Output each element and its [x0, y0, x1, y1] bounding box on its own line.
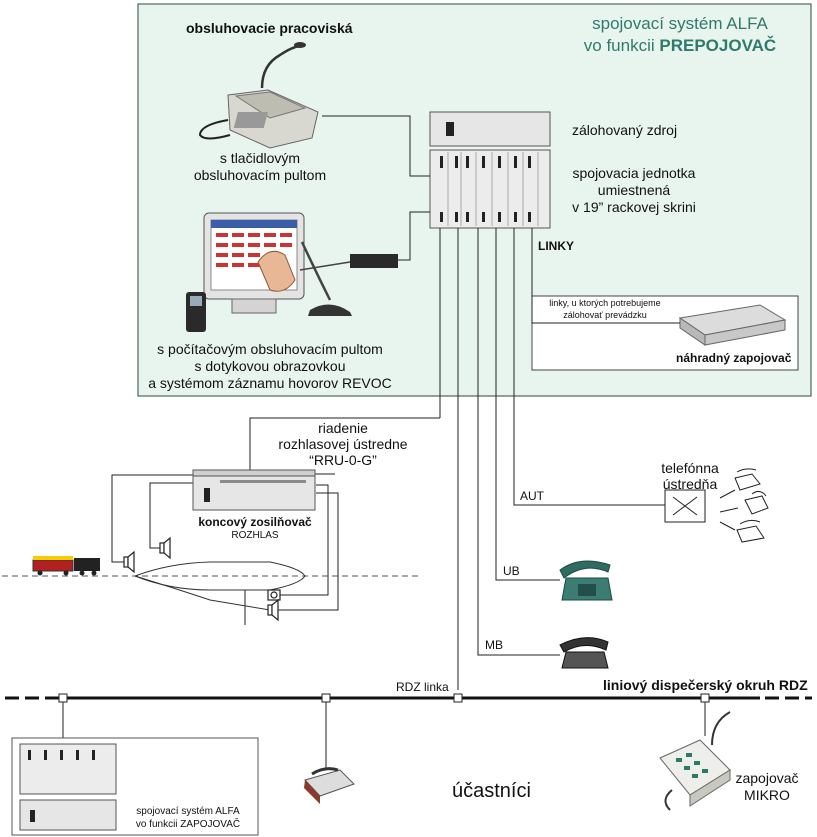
mikro-console-icon [659, 711, 731, 811]
ub-label: UB [503, 564, 520, 578]
train-icon [32, 556, 100, 576]
zapojovac-line2: vo funkcii ZAPOJOVAČ [135, 819, 241, 830]
pa-control-line1: riadenie [318, 420, 368, 436]
station-tracks [134, 561, 306, 611]
zapojovac-line1: spojovací systém ALFA [136, 806, 240, 817]
ub-phone-icon [559, 560, 613, 601]
rdz-line-label: RDZ linka [396, 680, 449, 694]
rdz-taps [58, 693, 710, 703]
amplifier-label: koncový zosilňovač [198, 515, 312, 529]
button-console-label-line1: s tlačidlovým [219, 150, 301, 166]
backup-note-line2: zálohovať prevádzku [563, 310, 647, 320]
backup-switch-icon [678, 304, 787, 346]
backup-label: náhradný zapojovač [676, 351, 792, 365]
switch-unit-line2: umiestnená [597, 182, 671, 198]
pa-control-line2: rozhlasovej ústredne [278, 436, 408, 452]
mb-label: MB [485, 638, 503, 652]
pc-console-line3: a systémom záznamu hovorov REVOC [148, 375, 392, 391]
zapojovac-rack-icon [19, 743, 117, 831]
system-title-line1: spojovací systém ALFA [592, 14, 768, 33]
system-title-line2: vo funkcii PREPOJOVAČ [583, 36, 777, 55]
pc-console-line1: s počítačovým obsluhovacím pultom [157, 341, 383, 357]
switch-rack-icon [429, 149, 551, 229]
exchange-box [664, 489, 706, 523]
exchange-line2: ústredňa [662, 476, 718, 492]
pc-console-line2: s dotykovou obrazovkou [194, 358, 346, 374]
switch-unit-line3: v 19” rackovej skrini [572, 199, 696, 215]
participant-phone-icon [304, 767, 355, 804]
mikro-line1: zapojovač [735, 770, 799, 786]
amplifier-rack-icon [192, 469, 316, 511]
exchange-phone-icons [734, 468, 769, 543]
exchange-line1: telefónna [661, 460, 719, 476]
pc-console-icon [186, 212, 398, 332]
button-console-label-line2: obsluhovacím pultom [193, 167, 327, 183]
lines-label: LINKY [538, 239, 574, 253]
participants-label: účastníci [452, 780, 531, 802]
mikro-line2: MIKRO [744, 787, 790, 803]
ups-label: zálohovaný zdroj [572, 122, 678, 138]
rdz-circuit-label: liniový dispečerský okruh RDZ [603, 677, 808, 693]
button-console-icon [198, 42, 319, 149]
switch-unit-line1: spojovacia jednotka [572, 165, 696, 181]
amplifier-sublabel: ROZHLAS [231, 530, 279, 541]
workstations-heading: obsluhovacie pracoviská [186, 20, 353, 36]
backup-note-line1: linky, u ktorých potrebujeme [549, 298, 661, 308]
ups-rack-icon [429, 111, 551, 147]
pa-control-line3: “RRU-0-G” [309, 452, 377, 468]
loudspeaker-icons [123, 536, 281, 622]
aut-label: AUT [520, 489, 544, 503]
mb-phone-icon [559, 637, 609, 669]
